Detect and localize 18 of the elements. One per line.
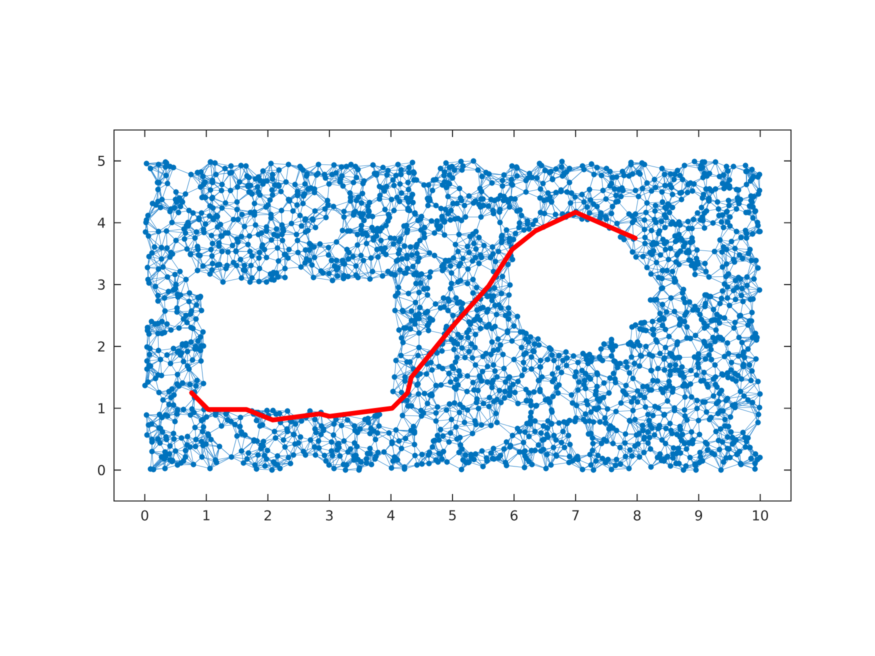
x-tick-label: 9 xyxy=(695,510,702,521)
x-tick-label: 1 xyxy=(203,510,210,520)
x-tick-label: 4 xyxy=(387,510,395,520)
y-tick-label: 2 xyxy=(98,341,104,352)
y-tick-label: 1 xyxy=(98,403,105,414)
x-tick-label: 0 xyxy=(141,510,148,521)
x-tick-label: 8 xyxy=(634,510,641,521)
x-tick-label: 6 xyxy=(510,510,518,521)
y-tick-label: 0 xyxy=(98,464,105,476)
x-tick-label: 3 xyxy=(326,510,333,521)
line-series xyxy=(189,210,638,422)
y-tick-label: 5 xyxy=(98,156,105,166)
x-tick-label: 2 xyxy=(264,510,271,520)
x-tick-label: 5 xyxy=(449,510,456,520)
x-tick-label: 10 xyxy=(753,510,768,521)
x-tick-label: 7 xyxy=(572,510,579,520)
y-tick-label: 4 xyxy=(98,218,106,228)
y-tick-label: 3 xyxy=(98,279,105,290)
